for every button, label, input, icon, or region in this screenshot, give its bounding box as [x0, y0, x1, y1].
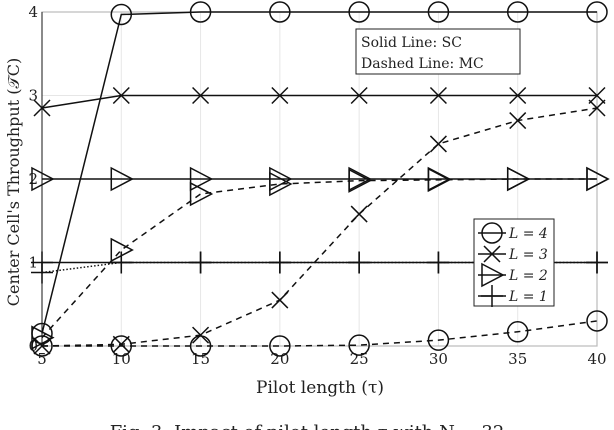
- data-point: [110, 3, 133, 26]
- data-point: [189, 181, 214, 207]
- data-point: [348, 334, 370, 356]
- data-point: [350, 205, 368, 223]
- x-tick-label: 30: [429, 350, 448, 368]
- series-dashed-triangle-right: [31, 166, 610, 350]
- data-point: [192, 86, 210, 105]
- annotation-solid: Solid Line: SC: [361, 35, 462, 51]
- data-point: [427, 167, 452, 193]
- data-point: [31, 261, 53, 284]
- y-tick-label: 0: [28, 337, 38, 355]
- data-point: [588, 99, 606, 117]
- annotation-dashed: Dashed Line: MC: [361, 56, 484, 72]
- data-point: [509, 86, 527, 105]
- data-point: [427, 1, 450, 23]
- legend-label: L = 1: [508, 289, 548, 305]
- data-point: [427, 329, 450, 351]
- data-point: [271, 291, 289, 309]
- data-point: [271, 86, 289, 105]
- data-point: [110, 166, 134, 192]
- data-point: [110, 251, 133, 274]
- series-solid-x: [33, 86, 606, 117]
- data-point: [110, 335, 133, 357]
- data-point: [269, 335, 291, 357]
- legend-label: L = 2: [508, 268, 548, 284]
- data-point: [189, 251, 212, 274]
- y-tick-label: 2: [28, 170, 38, 188]
- data-point: [269, 171, 293, 197]
- series-line: [41, 11, 597, 334]
- legend-label: L = 3: [508, 247, 548, 263]
- data-point: [33, 99, 51, 117]
- data-point: [31, 325, 55, 350]
- x-tick-label: 40: [587, 350, 606, 368]
- data-point: [506, 1, 529, 23]
- data-point: [586, 166, 610, 192]
- data-point: [112, 335, 130, 353]
- data-point: [189, 1, 212, 23]
- legend-marker-x: [483, 245, 501, 263]
- data-point: [506, 166, 531, 192]
- data-point: [429, 86, 447, 105]
- y-tick-label: 4: [28, 3, 38, 21]
- data-point: [112, 86, 130, 105]
- legend-marker-plus: [481, 285, 503, 307]
- series-layer: [31, 1, 610, 357]
- data-point: [192, 326, 210, 344]
- series-line: [42, 320, 598, 347]
- series-line: [41, 94, 597, 109]
- data-point: [586, 310, 608, 332]
- x-tick-label: 5: [37, 350, 47, 368]
- series-solid-triangle-right: [31, 166, 610, 192]
- data-point: [506, 321, 529, 343]
- data-point: [268, 251, 291, 274]
- data-point: [348, 168, 372, 193]
- data-point: [586, 1, 608, 23]
- data-point: [348, 1, 370, 23]
- series-dashed-circle: [31, 310, 608, 357]
- series-dashed-x: [33, 99, 606, 355]
- legend-marker-circle: [481, 222, 503, 244]
- data-point: [350, 86, 368, 105]
- y-tick-label: 3: [28, 87, 38, 105]
- legend-label: L = 4: [508, 226, 548, 242]
- data-point: [586, 251, 608, 274]
- data-point: [427, 251, 450, 274]
- x-axis-label: Pilot length (τ): [256, 378, 384, 398]
- data-point: [588, 86, 606, 105]
- series-line: [41, 178, 597, 339]
- legend: L = 4 L = 3 L = 2 L = 1: [473, 218, 555, 307]
- figure-caption: Fig. 3: Impact of pilot length τ with N …: [110, 422, 505, 430]
- annotation-box: Solid Line: SC Dashed Line: MC: [355, 28, 521, 75]
- data-point: [269, 1, 291, 23]
- legend-marker-triangle-right: [481, 262, 505, 288]
- series-line: [41, 107, 598, 347]
- data-point: [189, 166, 214, 192]
- data-point: [31, 166, 55, 192]
- y-axis-label: Center Cell's Throughput (𝒯C): [4, 58, 23, 306]
- x-tick-label: 35: [508, 350, 527, 368]
- data-point: [348, 251, 371, 274]
- data-point: [509, 112, 527, 130]
- data-point: [429, 135, 447, 153]
